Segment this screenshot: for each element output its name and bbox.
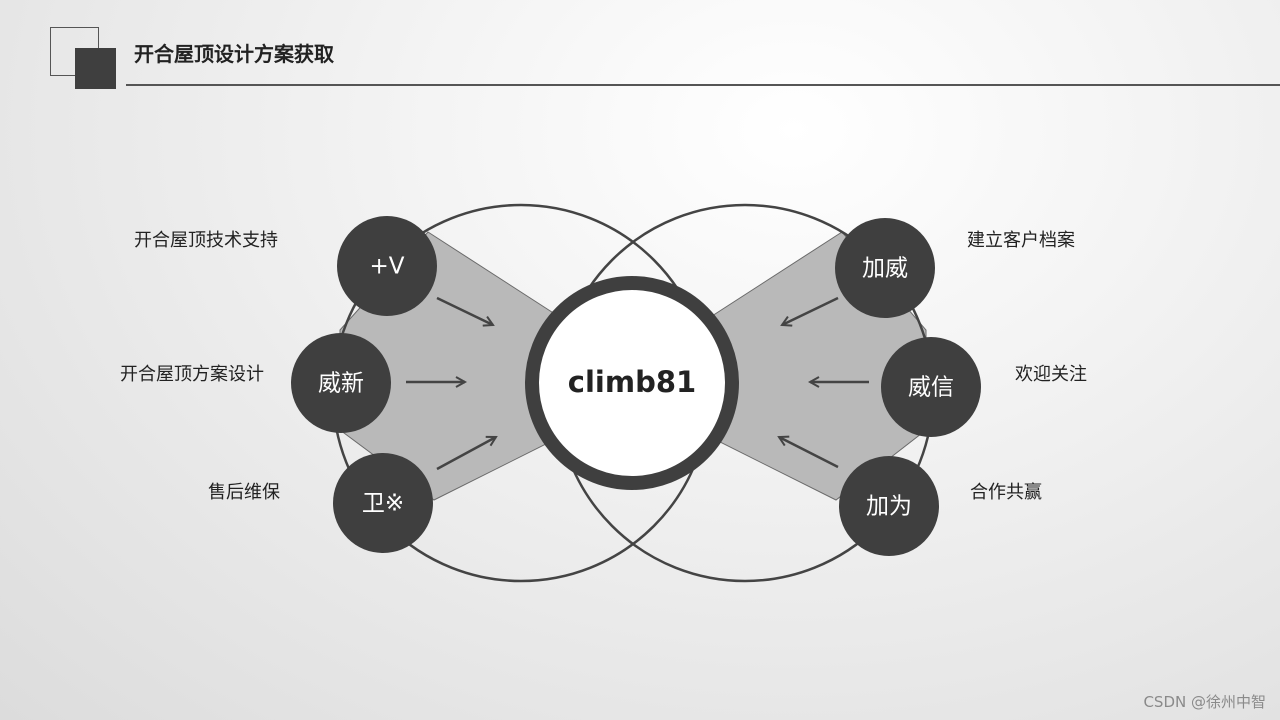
label-left-top: 开合屋顶技术支持	[134, 230, 278, 251]
header-decoration-filled-square	[75, 48, 116, 89]
node-right-top-circle	[835, 218, 935, 318]
node-right-top: 加威	[835, 218, 935, 318]
node-right-bottom-text: 加为	[866, 494, 912, 520]
node-left-top-circle	[337, 216, 437, 316]
center-hub-outer	[525, 276, 739, 490]
arrow-right-top	[782, 296, 839, 325]
node-right-middle: 威信	[881, 337, 981, 437]
node-left-bottom-circle	[333, 453, 433, 553]
page-title: 开合屋顶设计方案获取	[134, 42, 334, 66]
title-divider	[126, 84, 1280, 86]
node-right-bottom: 加为	[839, 456, 939, 556]
watermark: CSDN @徐州中智	[1143, 693, 1266, 711]
arrow-right-bottom	[779, 437, 839, 469]
node-right-middle-circle	[881, 337, 981, 437]
arrow-left-top	[436, 296, 493, 325]
node-left-bottom: 卫※	[333, 453, 433, 553]
node-right-middle-text: 威信	[908, 375, 954, 401]
label-left-middle: 开合屋顶方案设计	[120, 364, 264, 385]
node-left-middle-text: 威新	[318, 371, 364, 397]
node-left-middle: 威新	[291, 333, 391, 433]
label-left-bottom: 售后维保	[208, 482, 280, 503]
node-left-middle-circle	[291, 333, 391, 433]
node-left-top-text: +V	[369, 254, 404, 280]
node-right-bottom-circle	[839, 456, 939, 556]
node-left-bottom-text: 卫※	[362, 491, 404, 517]
label-right-top: 建立客户档案	[967, 230, 1075, 251]
node-right-top-text: 加威	[862, 256, 908, 282]
label-right-bottom: 合作共赢	[970, 482, 1042, 503]
center-hub-label: climb81	[568, 365, 696, 399]
node-left-top: +V	[337, 216, 437, 316]
arrow-left-bottom	[436, 437, 496, 471]
label-right-middle: 欢迎关注	[1015, 364, 1087, 385]
